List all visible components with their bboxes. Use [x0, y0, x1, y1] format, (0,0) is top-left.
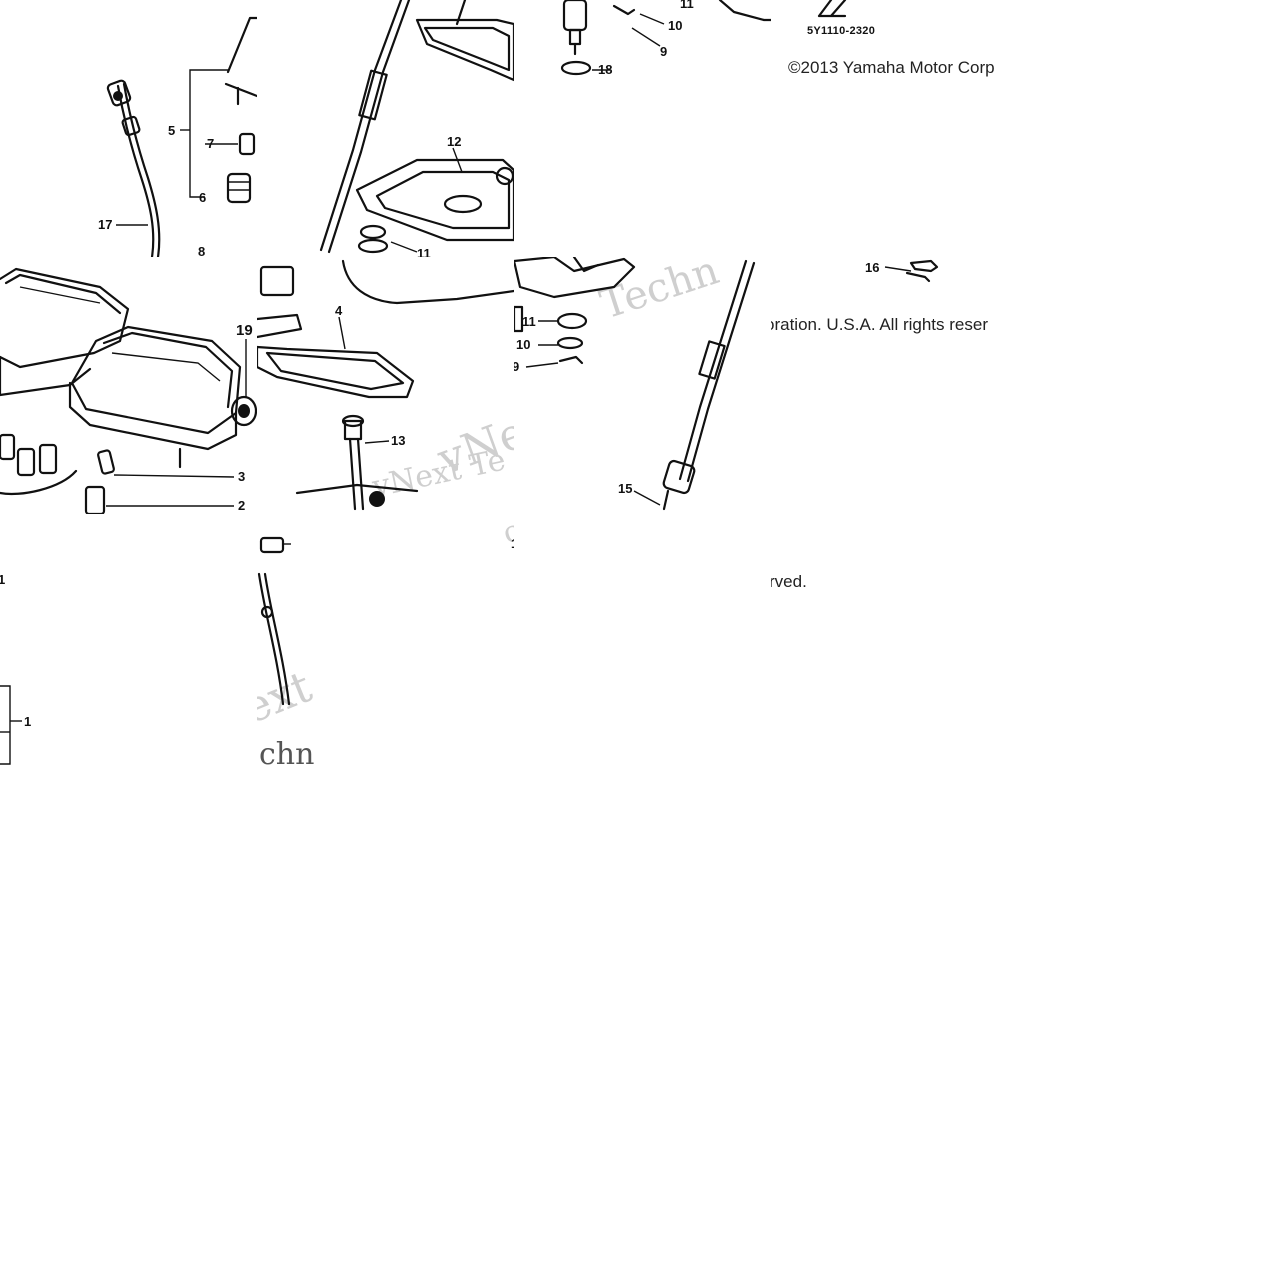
callout-2: 2	[238, 498, 245, 513]
callout-10-b: 10	[516, 337, 530, 352]
diagram-tile-cable-15: Techn 15 11 10 9	[514, 257, 771, 514]
diagram-tile-copyright: 5Y1110-2320 ©2013 Yamaha Motor Corp	[771, 0, 1028, 257]
small-parts-drawing: 18 10 9 11	[560, 0, 771, 77]
diagram-tile-parts-9-10-11-18: 18 10 9 11	[514, 0, 771, 257]
diagram-tile-cable-14: ext chn ou 14	[257, 514, 514, 771]
callout-1-b: 1	[24, 714, 31, 729]
diagram-tile-cable-17: 17 5 7 6 8	[0, 0, 257, 257]
copyright-fragment-3: rved.	[771, 572, 807, 591]
callout-4: 4	[335, 303, 343, 318]
callout-12: 12	[447, 134, 461, 149]
part-code: 5Y1110-2320	[807, 25, 876, 37]
cable-15-drawing: Techn 15 11 10 9	[514, 257, 756, 511]
callout-11-b: 11	[522, 314, 536, 329]
callout-13: 13	[391, 433, 405, 448]
callout-11-partial: 11	[417, 246, 431, 257]
watermark-fragment-b: Techn	[595, 257, 724, 329]
copyright-fragment-1: ©2013 Yamaha Motor Corp	[788, 58, 995, 77]
watermark-fragment-e: chn	[259, 737, 314, 771]
diagram-tile-bracket-1: 1 1	[0, 514, 257, 771]
copyright-fragment-2: oration. U.S.A. All rights reser	[771, 315, 988, 334]
callout-11: 11	[680, 0, 694, 11]
callout-1-a: 1	[0, 572, 5, 587]
callout-6: 6	[199, 190, 206, 205]
callout-10: 10	[668, 18, 682, 33]
part-16-drawing: 16	[865, 259, 939, 283]
cable-14-drawing: ext chn ou 14	[257, 514, 514, 771]
cable-bracket-drawing: 17 5 7 6 8	[98, 16, 257, 257]
bracket-1-drawing: 1 1	[0, 572, 31, 765]
meter-housings-drawing: 19 3 2	[0, 267, 257, 514]
callout-14: 14	[511, 536, 514, 551]
callout-18: 18	[598, 62, 612, 77]
callout-19: 19	[236, 322, 253, 339]
callout-7: 7	[207, 136, 214, 151]
diagram-tile-gasket-12: 12 11	[257, 0, 514, 257]
callout-15: 15	[618, 481, 632, 496]
diagram-tile-part-16: 16 oration. U.S.A. All rights reser	[771, 257, 1028, 514]
diagram-tile-gasket-4: vNext Te vNe 4 13	[257, 257, 514, 514]
diagram-tile-copyright-end: rved.	[771, 514, 1028, 771]
callout-5: 5	[168, 123, 175, 138]
callout-9: 9	[660, 44, 667, 59]
gasket-drawing: 12 11	[319, 0, 514, 257]
callout-9-b: 9	[514, 359, 519, 374]
callout-3: 3	[238, 469, 245, 484]
callout-16: 16	[865, 260, 879, 275]
callout-8: 8	[198, 244, 205, 257]
callout-17: 17	[98, 217, 112, 232]
corner-bracket-drawing	[817, 0, 847, 18]
gasket-bolt-drawing: vNext Te vNe 4 13	[257, 259, 514, 511]
diagram-tile-meter-housings: 19 3 2	[0, 257, 257, 514]
